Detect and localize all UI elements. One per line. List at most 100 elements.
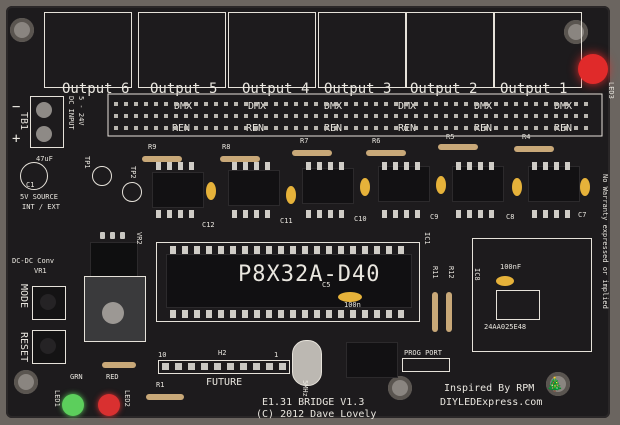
driver-ic-4: [302, 168, 354, 204]
jumper-pin: [304, 114, 308, 118]
output-connector-5: [138, 12, 226, 88]
header-pin: [188, 363, 195, 370]
jumper-pin: [164, 102, 168, 106]
test-point-tp1: [92, 166, 112, 186]
jumper-pin: [444, 102, 448, 106]
dmx-label-1: DMX: [474, 101, 493, 112]
jumper-pin: [374, 102, 378, 106]
jumper-pin: [494, 126, 498, 130]
output-label-1: Output 1: [500, 81, 568, 97]
driver-pin: [243, 210, 248, 218]
driver-pin: [328, 162, 333, 170]
jumper-pin: [224, 126, 228, 130]
mcu-pin: [170, 246, 176, 254]
jumper-pin: [584, 102, 588, 106]
resistor-r7: [292, 150, 332, 156]
driver-pin: [189, 162, 194, 170]
jumper-pin: [364, 126, 368, 130]
jumper-pin: [414, 114, 418, 118]
header-pin: [279, 363, 286, 370]
jumper-pin: [294, 114, 298, 118]
driver-pin: [393, 210, 398, 218]
driver-pin: [339, 210, 344, 218]
reg-pin: [100, 232, 105, 239]
eeprom-cap-value: 100nF: [500, 263, 522, 271]
mcu-pin: [326, 310, 332, 318]
jumper-pin: [454, 126, 458, 130]
mcu-label: P8X32A-D40: [238, 262, 381, 287]
led2-label: LED2: [123, 390, 131, 407]
capacitor-c1: [20, 162, 48, 190]
driver-pin: [306, 162, 311, 170]
jumper-pin: [414, 102, 418, 106]
jumper-pin: [354, 114, 358, 118]
dmx-label-0: DMX: [554, 101, 573, 112]
mcu-pin: [254, 246, 260, 254]
mcu-pin: [278, 310, 284, 318]
jumper-pin: [404, 102, 408, 106]
driver-pin: [189, 210, 194, 218]
driver-pin: [404, 210, 409, 218]
jumper-pin: [314, 126, 318, 130]
reset-button-cap[interactable]: [40, 338, 56, 354]
mcu-pin: [266, 310, 272, 318]
jumper-pin: [534, 102, 538, 106]
jumper-pin: [484, 102, 488, 106]
jumper-pin: [284, 114, 288, 118]
jumper-pin: [114, 126, 118, 130]
jumper-pin: [184, 102, 188, 106]
jumper-pin: [554, 126, 558, 130]
jumper-pin: [304, 126, 308, 130]
jumper-pin: [564, 102, 568, 106]
mcu-socket: [166, 254, 412, 308]
header-pin: [201, 363, 208, 370]
jumper-pin: [244, 102, 248, 106]
jumper-pin: [224, 102, 228, 106]
capacitor-c7: [580, 178, 590, 196]
ic1-label: IC1: [423, 232, 431, 245]
driver-pin: [393, 162, 398, 170]
terminal-block-tb1: [30, 96, 64, 148]
driver-pin: [265, 162, 270, 170]
mcu-pin: [302, 310, 308, 318]
resistor-r10: [102, 362, 136, 368]
capacitor-c12: [206, 182, 216, 200]
eeprom-chip-outline: [496, 290, 540, 320]
jumper-pin: [174, 114, 178, 118]
jumper-pin: [214, 102, 218, 106]
jumper-pin: [154, 114, 158, 118]
c10-ref: C10: [354, 215, 367, 223]
c5-value: 100n: [344, 301, 361, 309]
header-pin: [266, 363, 273, 370]
jumper-pin: [354, 126, 358, 130]
jumper-pin: [544, 114, 548, 118]
mcu-pin: [398, 246, 404, 254]
ren-label-0: REN: [554, 123, 573, 134]
jumper-pin: [234, 126, 238, 130]
jumper-pin: [274, 126, 278, 130]
jumper-pin: [364, 102, 368, 106]
mode-button-cap[interactable]: [40, 294, 56, 310]
jumper-pin: [234, 114, 238, 118]
output-connector-4: [228, 12, 316, 88]
output-connector-2: [406, 12, 494, 88]
cap-c1-ref: C1: [26, 181, 35, 189]
jumper-pin: [404, 114, 408, 118]
jumper-pin: [274, 114, 278, 118]
jumper-pin: [424, 126, 428, 130]
jumper-pin: [204, 126, 208, 130]
jumper-pin: [334, 102, 338, 106]
jumper-pin: [184, 114, 188, 118]
header-pin: [240, 363, 247, 370]
jumper-pin: [534, 114, 538, 118]
jumper-pin: [194, 114, 198, 118]
resistor-r12: [446, 292, 452, 332]
tb1-minus: −: [12, 99, 21, 115]
resistor-r5: [438, 144, 478, 150]
driver-pin: [532, 210, 537, 218]
terminal-screw: [36, 102, 52, 118]
mcu-pin: [278, 246, 284, 254]
h2-one: 1: [274, 351, 279, 359]
jumper-pin: [314, 102, 318, 106]
jumper-pin: [334, 114, 338, 118]
